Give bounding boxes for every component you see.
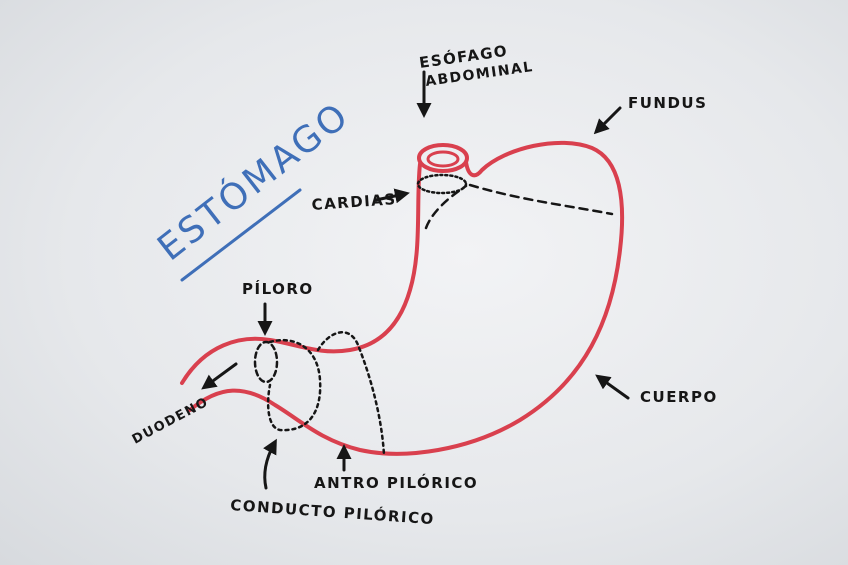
label-duodeno: DUODENO	[130, 395, 212, 448]
diagram-title: ESTÓMAGO	[150, 94, 358, 269]
conducto-arrow	[265, 444, 274, 488]
label-piloro: PÍLORO	[242, 279, 314, 298]
pyloric-sphincter-ring	[255, 342, 277, 382]
label-fundus: FUNDUS	[628, 94, 707, 112]
label-antro: ANTRO PILÓRICO	[314, 473, 478, 492]
esophagus-opening-inner	[428, 152, 458, 166]
duodeno-arrow	[206, 364, 236, 386]
region-boundaries	[255, 175, 612, 455]
fundus-arrow	[598, 108, 620, 130]
fundus-dashed-line	[470, 185, 612, 214]
label-cardias: CARDIAS	[311, 190, 397, 214]
label-cuerpo: CUERPO	[640, 388, 718, 406]
cuerpo-arrow	[600, 378, 628, 398]
label-conducto: CONDUCTO PILÓRICO	[230, 495, 436, 528]
